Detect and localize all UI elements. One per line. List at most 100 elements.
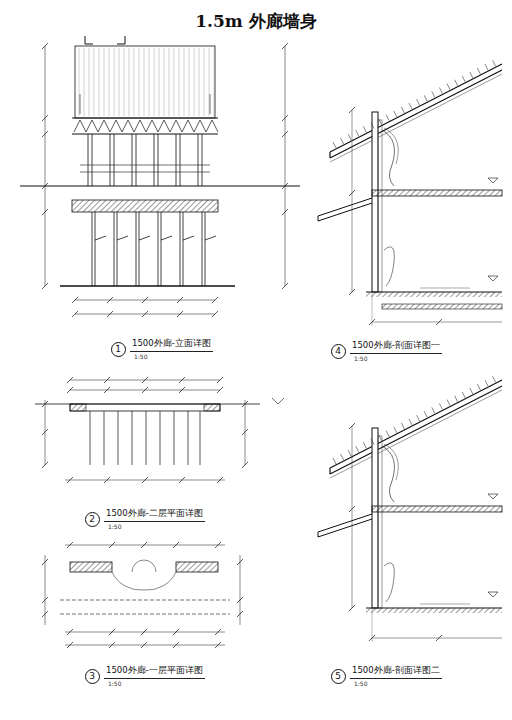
drawing-stroke bbox=[462, 76, 465, 82]
drawing-stroke bbox=[118, 411, 119, 465]
drawing-stroke bbox=[146, 411, 147, 465]
drawing-stroke bbox=[109, 542, 115, 548]
drawing-stroke bbox=[214, 48, 215, 116]
drawing-stroke bbox=[67, 642, 73, 648]
drawing-stroke bbox=[209, 48, 210, 116]
drawing-stroke bbox=[200, 411, 201, 465]
drawing-stroke bbox=[198, 134, 199, 186]
drawing-stroke bbox=[179, 477, 185, 483]
section-view bbox=[318, 60, 502, 326]
drawing-stroke bbox=[139, 48, 140, 116]
drawing-stroke bbox=[217, 477, 223, 483]
drawing-stroke bbox=[42, 131, 48, 137]
drawing-stroke bbox=[341, 454, 344, 460]
drawing-stroke bbox=[174, 48, 175, 116]
drawing-stroke bbox=[333, 142, 336, 148]
view-caption: 1500外廊-剖面详图一 bbox=[350, 340, 442, 354]
drawing-stroke bbox=[173, 629, 179, 635]
drawing-stroke bbox=[67, 542, 73, 548]
drawing-stroke bbox=[154, 134, 155, 186]
drawing-stroke bbox=[379, 119, 382, 125]
drawing-stroke bbox=[42, 43, 48, 49]
drawing-stroke bbox=[493, 376, 496, 382]
drawing-stroke bbox=[348, 450, 351, 456]
drawing-stroke bbox=[363, 442, 366, 448]
drawing-stroke bbox=[242, 401, 248, 407]
drawing-stroke bbox=[141, 642, 147, 648]
callout-number: 3 bbox=[85, 669, 100, 684]
drawing-stroke bbox=[132, 134, 133, 186]
drawing-stroke bbox=[79, 48, 80, 116]
drawing-stroke bbox=[92, 134, 93, 186]
drawing-stroke bbox=[42, 611, 48, 617]
drawing-stroke bbox=[161, 236, 172, 240]
drawing-stroke bbox=[356, 130, 359, 136]
drawing-stroke bbox=[205, 212, 206, 286]
drawing-stroke bbox=[394, 111, 397, 117]
drawing-stroke bbox=[386, 115, 389, 121]
drawing-stroke bbox=[363, 126, 366, 132]
drawing-stroke bbox=[136, 134, 137, 186]
drawing-stroke bbox=[379, 435, 382, 441]
drawing-stroke bbox=[202, 134, 203, 186]
drawing-stroke bbox=[188, 411, 189, 465]
drawing-stroke bbox=[348, 134, 351, 140]
drawing-stroke bbox=[341, 138, 344, 144]
drawing-stroke bbox=[432, 407, 435, 413]
sheet-title: 1.5m 外廊墙身 bbox=[195, 10, 316, 33]
callout-text: 4 bbox=[335, 347, 341, 356]
drawing-stroke bbox=[173, 542, 179, 548]
callout-text: 5 bbox=[335, 672, 341, 681]
drawing-stroke bbox=[119, 48, 120, 116]
callout-number: 5 bbox=[331, 669, 346, 684]
drawing-stroke bbox=[455, 396, 458, 402]
drawing-stroke bbox=[173, 642, 179, 648]
drawing-stroke bbox=[42, 115, 48, 121]
drawing-stroke bbox=[149, 48, 150, 116]
drawing-stroke bbox=[477, 384, 480, 390]
drawing-stroke bbox=[154, 48, 155, 116]
drawing-stroke bbox=[455, 80, 458, 86]
elevation-view bbox=[20, 36, 300, 317]
drawing-stroke bbox=[134, 48, 135, 116]
drawing-stroke bbox=[67, 477, 73, 483]
drawing-stroke bbox=[477, 68, 480, 74]
drawing-stroke bbox=[183, 212, 184, 286]
drawing-stroke bbox=[217, 377, 223, 383]
drawing-stroke bbox=[104, 477, 110, 483]
drawing-stroke bbox=[104, 387, 110, 393]
scale-note: 1:50 bbox=[354, 355, 367, 362]
view-caption: 1500外廊-一层平面详图 bbox=[104, 665, 205, 679]
drawing-stroke bbox=[141, 629, 147, 635]
upper-plan-view bbox=[35, 377, 284, 483]
drawing-stroke bbox=[90, 411, 91, 465]
drawing-stroke bbox=[462, 392, 465, 398]
drawing-stroke bbox=[42, 429, 48, 435]
drawing-stroke bbox=[42, 559, 48, 565]
drawing-stroke bbox=[215, 642, 221, 648]
drawing-stroke bbox=[424, 95, 427, 101]
drawing-stroke bbox=[205, 236, 216, 240]
drawing-stroke bbox=[94, 48, 95, 116]
drawing-stroke bbox=[439, 87, 442, 93]
drawing-stroke bbox=[109, 48, 110, 116]
drawing-stroke bbox=[161, 212, 162, 286]
drawing-stroke bbox=[67, 387, 73, 393]
drawing-stroke bbox=[42, 597, 48, 603]
callout-number: 4 bbox=[331, 344, 346, 359]
drawing-stroke bbox=[42, 462, 48, 468]
drawing-stroke bbox=[237, 611, 243, 617]
drawing-stroke bbox=[142, 387, 148, 393]
drawing-stroke bbox=[109, 629, 115, 635]
drawing-stroke bbox=[142, 477, 148, 483]
scale-note: 1:50 bbox=[354, 680, 367, 687]
drawing-stroke bbox=[139, 212, 140, 286]
drawing-stroke bbox=[180, 134, 181, 186]
drawing-stroke bbox=[42, 401, 48, 407]
drawing-stroke bbox=[386, 431, 389, 437]
drawing-stroke bbox=[158, 134, 159, 186]
drawing-stroke bbox=[215, 542, 221, 548]
scale-note: 1:50 bbox=[134, 353, 147, 360]
drawing-stroke bbox=[42, 283, 48, 289]
lower-plan-view bbox=[42, 542, 243, 648]
